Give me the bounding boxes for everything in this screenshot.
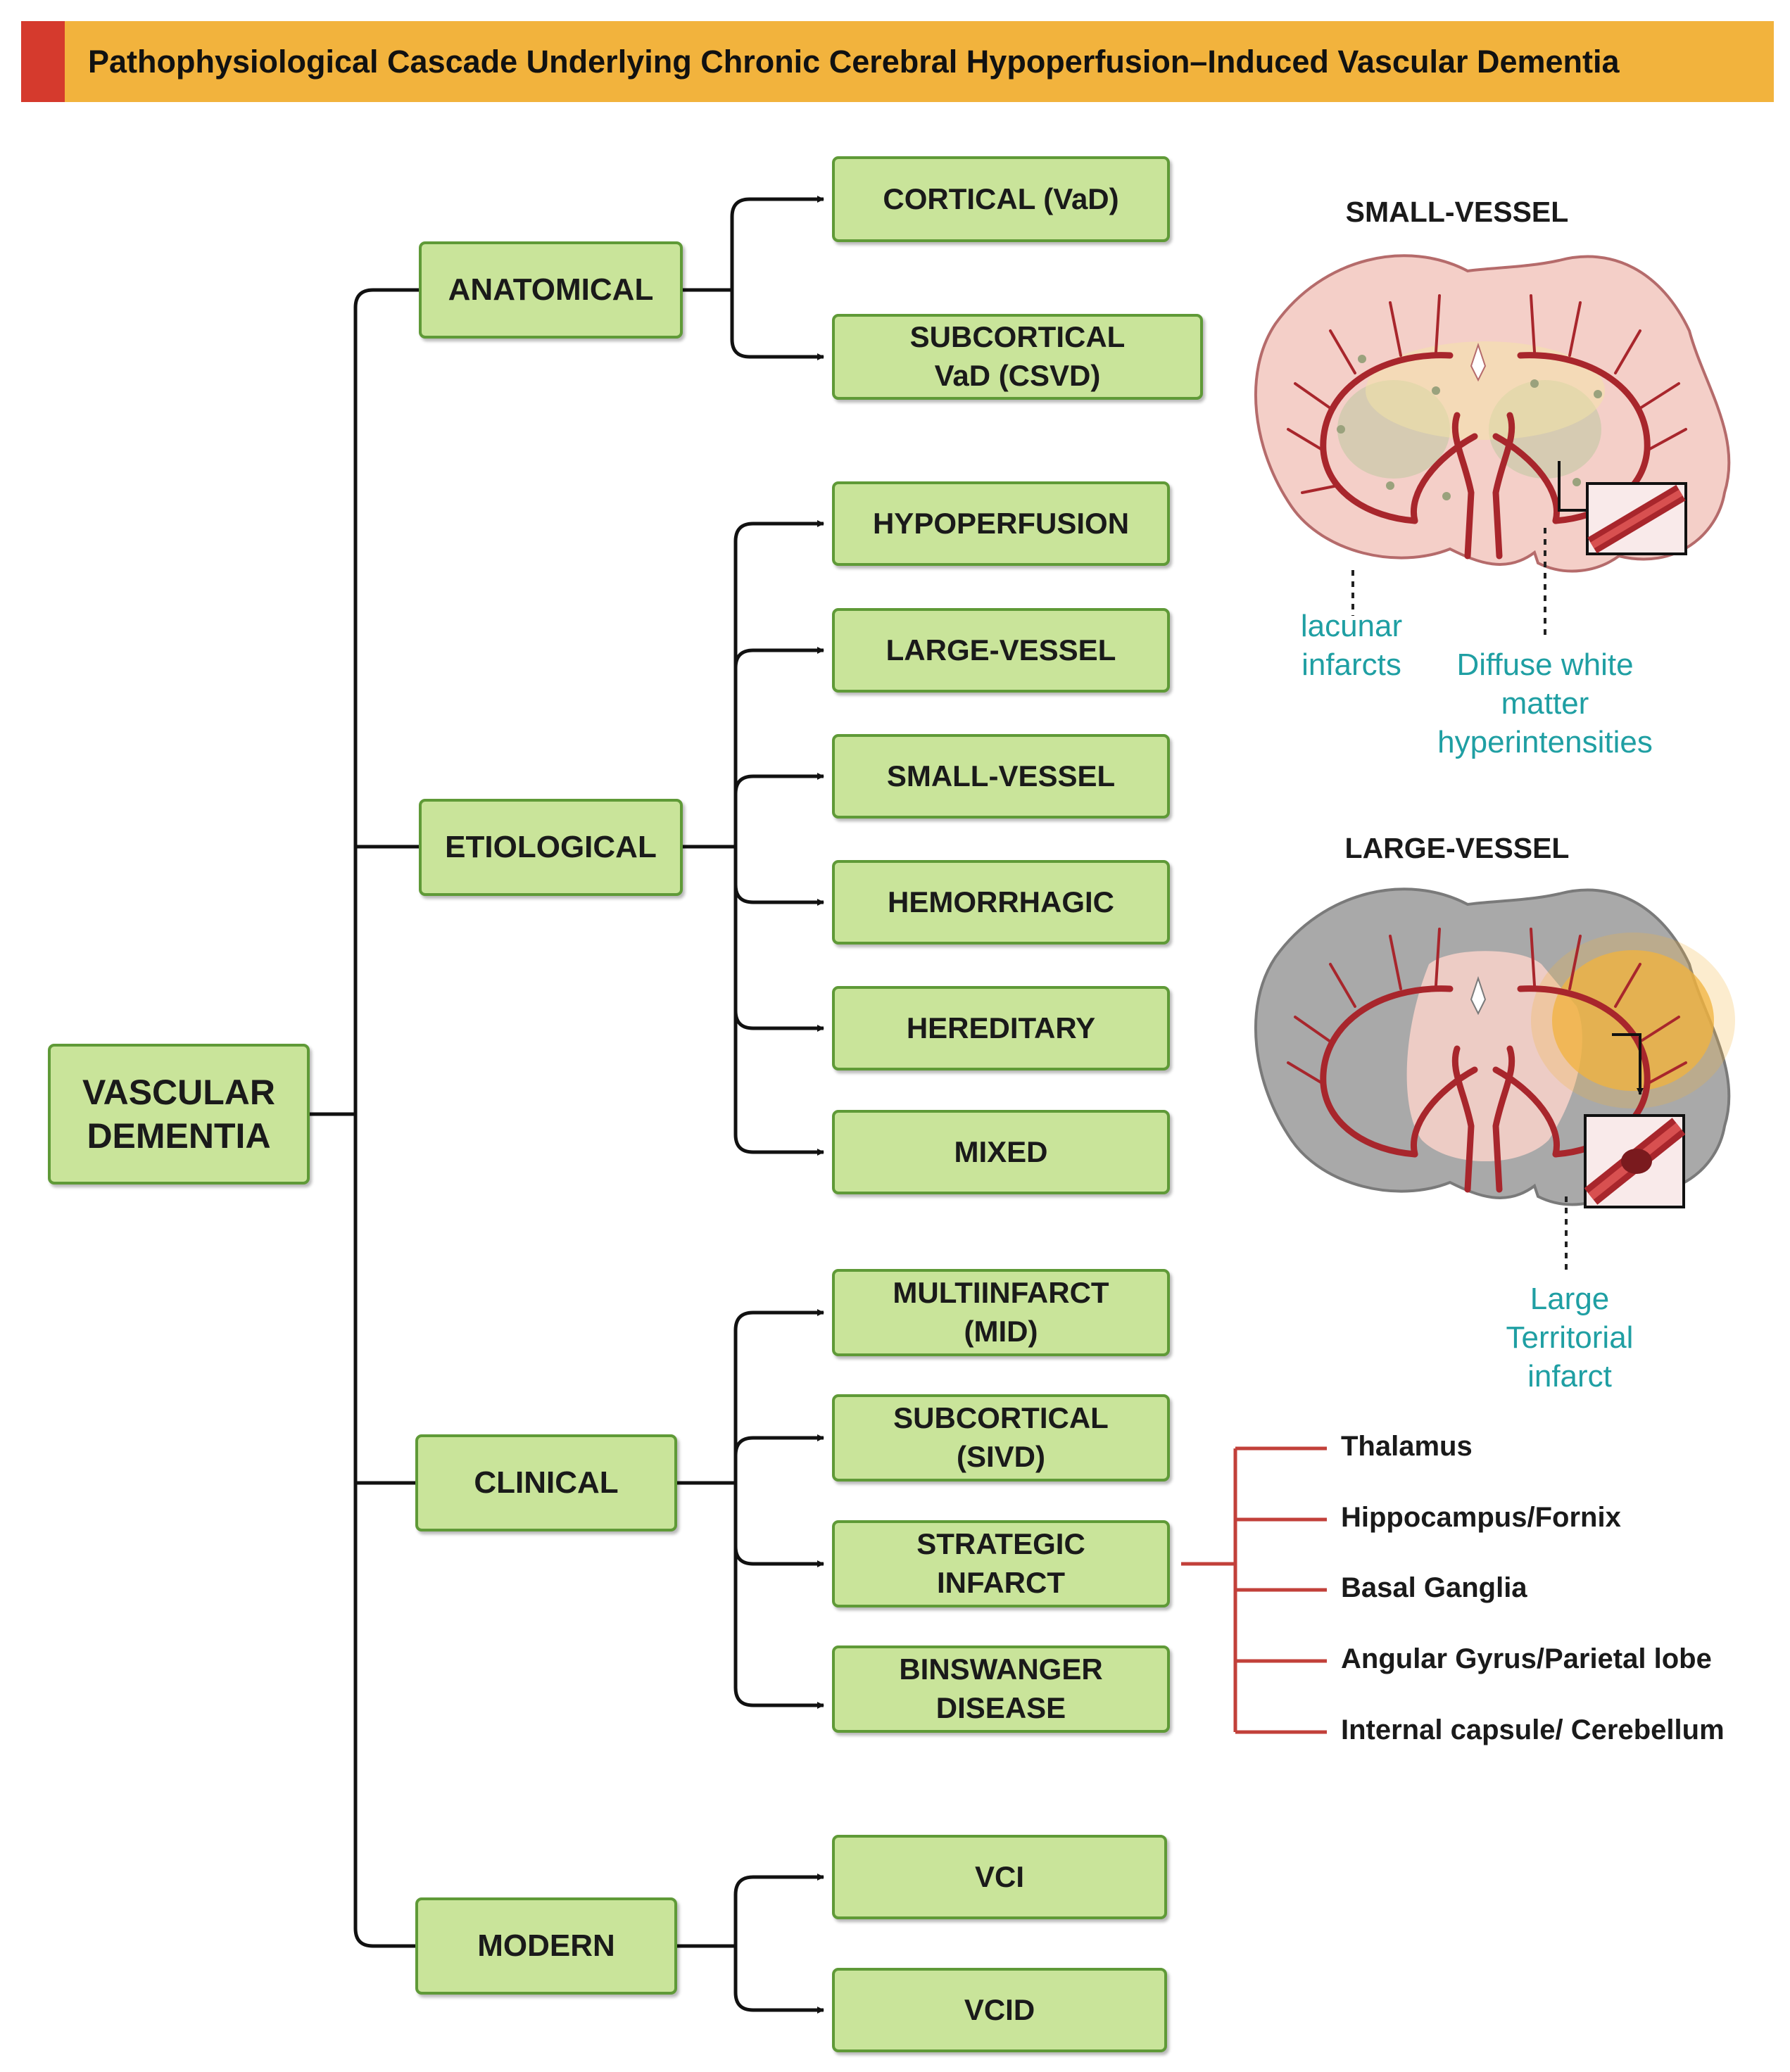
- leaf-hereditary[interactable]: HEREDITARY: [832, 986, 1170, 1070]
- leaf-label: STRATEGIC INFARCT: [916, 1527, 1085, 1599]
- leaf-label: SUBCORTICAL VaD (CSVD): [909, 320, 1126, 392]
- annotation-large-territorial-infarct: Large Territorial infarct: [1506, 1282, 1634, 1394]
- category-clinical[interactable]: CLINICAL: [415, 1434, 677, 1531]
- leaf-vcid[interactable]: VCID: [832, 1968, 1167, 2052]
- leaf-mixed[interactable]: MIXED: [832, 1110, 1170, 1194]
- leaf-small-vessel[interactable]: SMALL-VESSEL: [832, 734, 1170, 819]
- category-label: MODERN: [477, 1928, 615, 1963]
- leaf-large-vessel[interactable]: LARGE-VESSEL: [832, 608, 1170, 693]
- leaf-label: HYPOPERFUSION: [872, 506, 1130, 540]
- leaf-label: CORTICAL (VaD): [883, 182, 1119, 215]
- leaf-strategic-infarct[interactable]: STRATEGIC INFARCT: [832, 1520, 1170, 1607]
- arrow-sivd: [733, 1434, 824, 1456]
- leaf-hemorrhagic[interactable]: HEMORRHAGIC: [832, 860, 1170, 945]
- leaf-hypoperfusion[interactable]: HYPOPERFUSION: [832, 481, 1170, 566]
- region-internal-capsule-cerebellum: Internal capsule/ Cerebellum: [1341, 1714, 1725, 1745]
- leaf-label: HEREDITARY: [906, 1011, 1096, 1044]
- banner-accent: [21, 21, 65, 102]
- leaf-vci[interactable]: VCI: [832, 1835, 1167, 1919]
- leaf-label: BINSWANGER DISEASE: [899, 1653, 1103, 1724]
- leaf-label: VCID: [964, 1992, 1035, 2026]
- root-label: VASCULAR DEMENTIA: [82, 1072, 276, 1156]
- large-vessel-brain-illustration: [1254, 887, 1735, 1274]
- leaf-label: HEMORRHAGIC: [888, 885, 1114, 918]
- trunk-line: [353, 288, 374, 1948]
- root-vascular-dementia[interactable]: VASCULAR DEMENTIA: [48, 1044, 310, 1185]
- region-thalamus: Thalamus: [1341, 1431, 1473, 1462]
- leaf-subcortical-vad-csvd[interactable]: SUBCORTICAL VaD (CSVD): [832, 314, 1203, 400]
- leaf-label: VCI: [974, 1859, 1024, 1893]
- leaf-label: SUBCORTICAL (SIVD): [893, 1401, 1109, 1473]
- category-label: CLINICAL: [474, 1465, 619, 1500]
- leaf-label: MIXED: [954, 1135, 1048, 1168]
- small-vessel-illustration-title: SMALL-VESSEL: [1345, 196, 1569, 228]
- large-vessel-illustration-title: LARGE-VESSEL: [1344, 832, 1570, 864]
- leaf-multiinfarct-mid[interactable]: MULTIINFARCT (MID): [832, 1269, 1170, 1356]
- region-hippocampus-fornix: Hippocampus/Fornix: [1341, 1502, 1621, 1533]
- arrow-small-vessel: [733, 773, 824, 795]
- leaf-label: LARGE-VESSEL: [885, 633, 1116, 667]
- page-title: Pathophysiological Cascade Underlying Ch…: [88, 44, 1620, 80]
- category-modern[interactable]: MODERN: [415, 1897, 677, 1995]
- leaf-binswanger-disease[interactable]: BINSWANGER DISEASE: [832, 1645, 1170, 1733]
- leaf-subcortical-sivd[interactable]: SUBCORTICAL (SIVD): [832, 1394, 1170, 1482]
- leaf-label: SMALL-VESSEL: [886, 759, 1116, 792]
- title-banner: Pathophysiological Cascade Underlying Ch…: [21, 21, 1774, 102]
- arrow-strategic: [733, 1546, 824, 1567]
- region-basal-ganglia: Basal Ganglia: [1341, 1572, 1527, 1603]
- arrow-hemorrhagic: [733, 884, 824, 906]
- region-bracket: [1181, 1446, 1327, 1734]
- category-label: ANATOMICAL: [448, 272, 654, 307]
- arrow-hereditary: [733, 1010, 824, 1032]
- category-label: ETIOLOGICAL: [445, 830, 657, 864]
- arrow-large-vessel: [733, 647, 824, 669]
- annotation-diffuse-white-matter: Diffuse white matter hyperintensities: [1437, 648, 1653, 759]
- region-angular-gyrus-parietal-lobe: Angular Gyrus/Parietal lobe: [1341, 1643, 1712, 1674]
- small-vessel-brain-illustration: [1254, 254, 1731, 640]
- leaf-cortical-vad[interactable]: CORTICAL (VaD): [832, 156, 1170, 242]
- leaf-label: MULTIINFARCT (MID): [893, 1276, 1109, 1348]
- category-anatomical[interactable]: ANATOMICAL: [419, 241, 683, 339]
- category-etiological[interactable]: ETIOLOGICAL: [419, 799, 683, 896]
- annotation-lacunar-infarcts: lacunar infarcts: [1300, 609, 1403, 682]
